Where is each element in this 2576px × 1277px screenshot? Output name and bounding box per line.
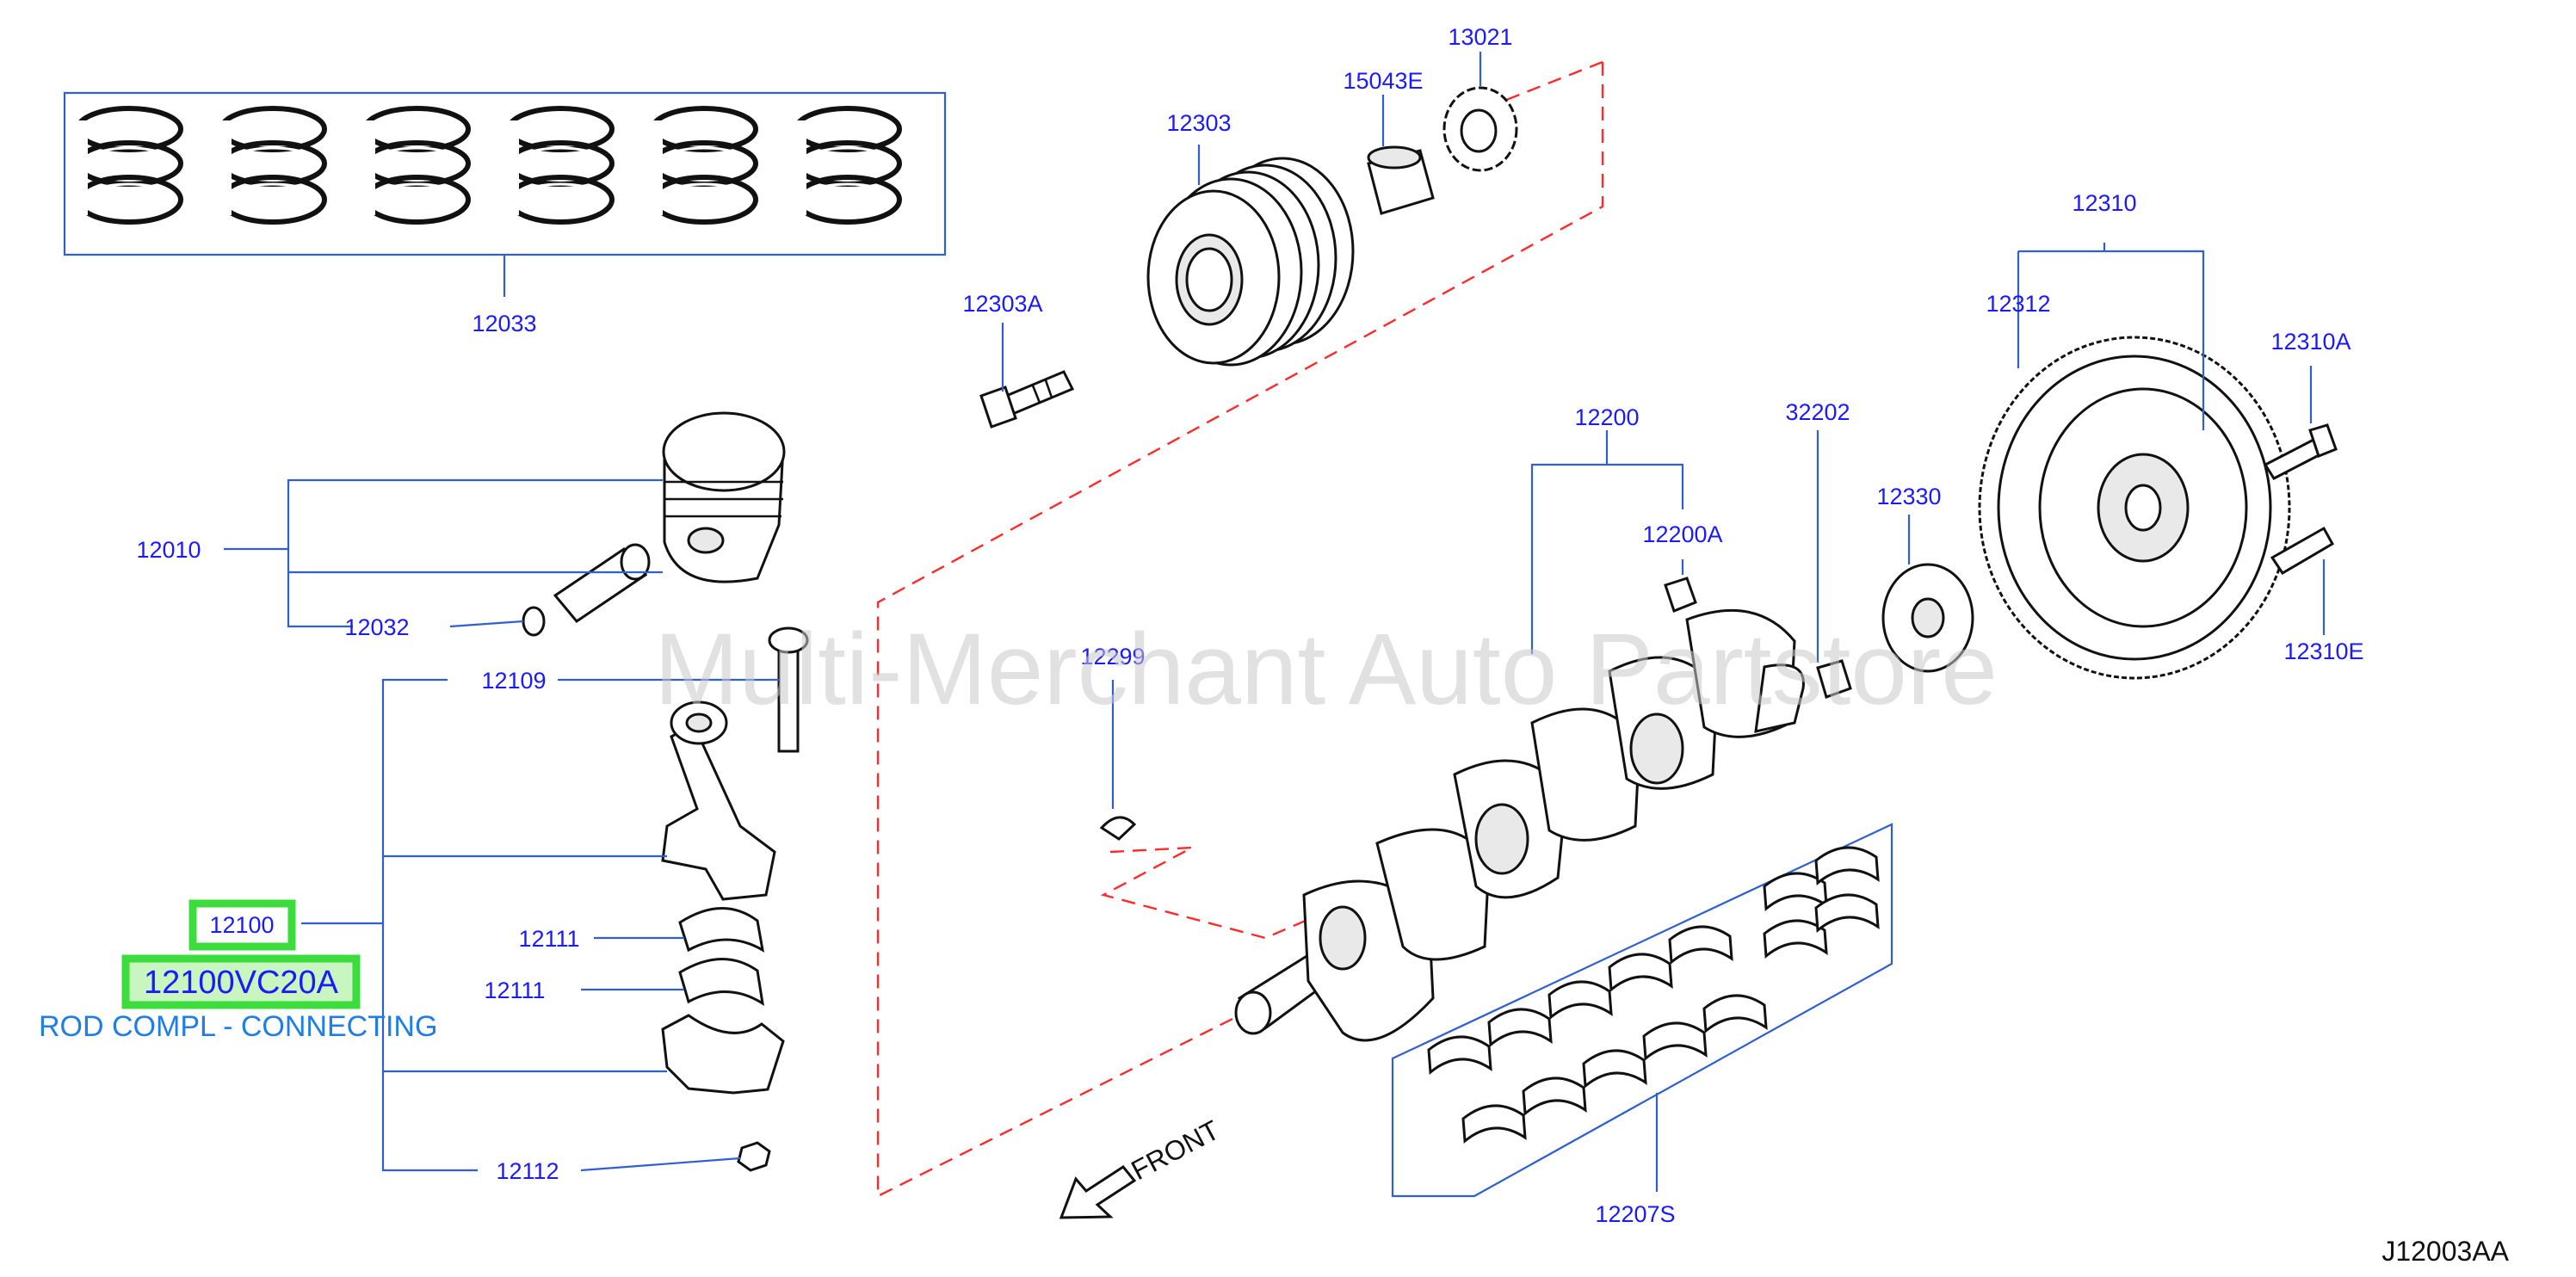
- piston-ring-inner: [658, 112, 751, 146]
- main-bearing-half: [1814, 893, 1880, 933]
- piston-ring-inner: [370, 182, 463, 217]
- part-label-12330[interactable]: 12330: [1876, 484, 1941, 509]
- part-label-32202[interactable]: 32202: [1785, 399, 1850, 425]
- piston-pin: [553, 543, 651, 624]
- piston-ring-gap: [72, 120, 88, 215]
- piston-ring-inner: [83, 112, 176, 146]
- piston-pin-snap-ring: [522, 606, 546, 637]
- part-label-12111-upper[interactable]: 12111: [518, 926, 579, 952]
- piston-ring-inner: [83, 182, 176, 217]
- piston-ring-inner: [801, 146, 894, 181]
- main-bearing-half: [1702, 994, 1768, 1033]
- piston-ring-gap: [647, 120, 663, 215]
- front-arrow: FRONT: [1059, 1114, 1225, 1219]
- part-label-12112[interactable]: 12112: [496, 1158, 559, 1184]
- part-label-12310E[interactable]: 12310E: [2283, 638, 2363, 664]
- piston-ring-gap: [216, 120, 232, 215]
- part-label-12312[interactable]: 12312: [1986, 291, 2050, 317]
- piston-ring-set: [647, 106, 758, 225]
- main-bearing-half: [1427, 1035, 1492, 1075]
- pulley-bolt: [979, 370, 1075, 429]
- crank-sprocket: [1442, 86, 1518, 172]
- piston-ring-set: [360, 106, 471, 225]
- diagram-code: J12003AA: [2381, 1236, 2509, 1267]
- piston-ring-set: [216, 106, 327, 225]
- flywheel-bolt: [2263, 423, 2338, 480]
- part-label-12109[interactable]: 12109: [481, 668, 546, 694]
- main-bearing-half: [1547, 980, 1613, 1020]
- piston-ring-inner: [514, 112, 607, 146]
- piston-ring-sets: [63, 91, 947, 297]
- main-bearing-half: [1814, 846, 1880, 885]
- piston: [662, 411, 786, 583]
- piston-ring-set: [503, 106, 615, 225]
- part-label-12033[interactable]: 12033: [472, 311, 536, 336]
- piston-ring-inner: [658, 182, 751, 217]
- main-bearing-half: [1763, 919, 1828, 959]
- piston-ring-inner: [801, 182, 894, 217]
- part-label-12299[interactable]: 12299: [1080, 644, 1145, 669]
- rod-nut: [737, 1141, 771, 1172]
- part-number-highlight: [121, 954, 361, 1009]
- part-label-12100[interactable]: 12100: [209, 912, 274, 938]
- watermark: Multi-Merchant Auto Partstore: [654, 613, 1998, 726]
- piston-ring-inner: [370, 146, 463, 181]
- main-bearing-half: [1487, 1008, 1553, 1047]
- part-label-12207S[interactable]: 12207S: [1595, 1201, 1675, 1227]
- main-bearing-half: [1522, 1077, 1587, 1116]
- crank-plug: [1664, 577, 1697, 613]
- piston-ring-gap: [503, 120, 519, 215]
- crank-pulley: [1146, 157, 1355, 367]
- part-label-12010[interactable]: 12010: [136, 537, 201, 563]
- reinforcement-plate: [1881, 563, 1974, 673]
- part-label-13021[interactable]: 13021: [1448, 24, 1512, 50]
- part-label-12310[interactable]: 12310: [2072, 190, 2136, 216]
- piston-ring-inner: [514, 146, 607, 181]
- main-bearing-half: [1668, 925, 1733, 965]
- main-bearing-half: [1461, 1104, 1527, 1144]
- part-label-12200A[interactable]: 12200A: [1642, 521, 1722, 547]
- main-bearing-half: [1608, 953, 1673, 992]
- piston-ring-inner: [226, 182, 319, 217]
- part-label-15043E[interactable]: 15043E: [1343, 68, 1423, 94]
- highlight-description: ROD COMPL - CONNECTING: [39, 1010, 437, 1043]
- rod-bearing-lower: [678, 958, 764, 1007]
- part-label-12111-lower[interactable]: 12111: [484, 978, 545, 1003]
- piston-ring-inner: [514, 182, 607, 217]
- part-label-12303[interactable]: 12303: [1166, 110, 1231, 136]
- highlight-part-number[interactable]: 12100VC20A: [144, 965, 339, 1001]
- part-labels[interactable]: 12033 12303 15043E 13021 12303A 12310 12…: [136, 24, 2363, 1227]
- crank-spacer: [1367, 145, 1435, 215]
- rod-bolt: [768, 626, 809, 753]
- main-bearing-half: [1582, 1049, 1647, 1089]
- main-bearing-set: [1391, 823, 1893, 1198]
- rod-bearing-upper: [678, 907, 765, 953]
- piston-ring-inner: [83, 146, 176, 181]
- part-12100-highlight: [188, 899, 296, 951]
- piston-ring-gap: [791, 120, 806, 215]
- part-label-12303A[interactable]: 12303A: [962, 291, 1042, 317]
- leader-lines: [224, 52, 2326, 1172]
- piston-ring-set: [72, 106, 183, 225]
- part-label-12310A[interactable]: 12310A: [2270, 329, 2351, 355]
- connecting-rod: [661, 700, 776, 901]
- piston-ring-inner: [226, 112, 319, 146]
- front-label: FRONT: [1126, 1114, 1224, 1187]
- flywheel-dowel: [2270, 526, 2335, 576]
- piston-ring-inner: [370, 112, 463, 146]
- crank-key: [1099, 816, 1137, 841]
- part-label-12032[interactable]: 12032: [344, 614, 409, 640]
- piston-ring-gap: [360, 120, 375, 215]
- piston-ring-inner: [801, 112, 894, 146]
- piston-ring-set: [791, 106, 902, 225]
- piston-ring-inner: [226, 146, 319, 181]
- rod-cap: [661, 1014, 785, 1095]
- main-bearing-half: [1642, 1021, 1708, 1061]
- piston-ring-inner: [658, 146, 751, 181]
- pilot-bushing: [1816, 659, 1852, 699]
- part-label-12200[interactable]: 12200: [1574, 404, 1639, 430]
- flywheel: [1978, 336, 2291, 680]
- crankshaft: [1234, 608, 1805, 1042]
